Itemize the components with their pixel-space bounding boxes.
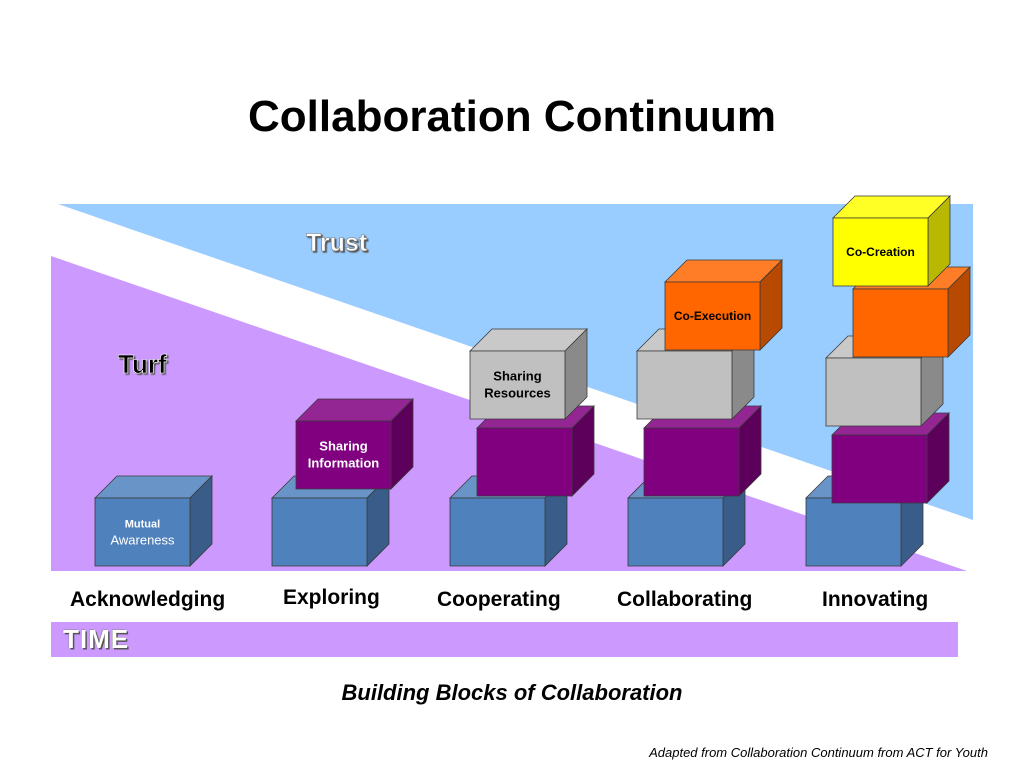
block-mutual-awareness-front [94,497,191,567]
time-label: TIME [63,624,130,654]
block-co-execution: Co-Execution [664,259,783,351]
stage-label-acknowledging: Acknowledging [70,588,226,611]
block-sharing-information-label-line1: Sharing [319,439,367,454]
stage-label-exploring: Exploring [283,586,380,609]
slide-title: Collaboration Continuum [248,92,776,141]
stage-label-cooperating: Cooperating [437,588,561,611]
block-awareness-exploring-front [271,497,368,567]
block-awareness-exploring [271,475,390,567]
block-information-collaborating [643,405,762,497]
block-sharing-information-label-line2: Information [308,456,380,471]
block-co-execution-front [664,281,761,351]
block-resources-collaborating-front [636,350,733,420]
source-note: Adapted from Collaboration Continuum fro… [649,745,988,760]
time-bar: TIME [51,622,958,657]
block-information-cooperating-front [476,427,573,497]
block-information-innovating-front [831,434,928,504]
block-mutual-awareness-label-line1: Mutual [125,519,160,531]
block-information-innovating [831,412,950,504]
block-co-creation-front [832,217,929,287]
block-co-creation-label-line1: Co-Creation [846,245,915,259]
blocks-layer: MutualAwarenessSharingInformationSharing… [94,195,971,567]
block-sharing-resources-label-line1: Sharing [493,369,541,384]
block-sharing-resources-front [469,350,566,420]
block-information-collaborating-front [643,427,740,497]
block-sharing-resources-label-line2: Resources [484,386,550,401]
turf-label: Turf [118,349,167,379]
block-mutual-awareness-label-line2: Awareness [110,533,175,548]
block-execution-innovating-front [852,288,949,358]
block-awareness-cooperating-front [449,497,546,567]
subtitle: Building Blocks of Collaboration [341,680,683,705]
block-information-cooperating [476,405,595,497]
block-co-creation: Co-Creation [832,195,951,287]
block-sharing-information-front [295,420,392,490]
stage-label-collaborating: Collaborating [617,588,753,611]
block-resources-innovating-front [825,357,922,427]
block-awareness-innovating-front [805,497,902,567]
trust-label: Trust [306,229,368,257]
block-awareness-collaborating-front [627,497,724,567]
stage-label-innovating: Innovating [822,588,929,611]
block-co-execution-label-line1: Co-Execution [674,309,751,323]
